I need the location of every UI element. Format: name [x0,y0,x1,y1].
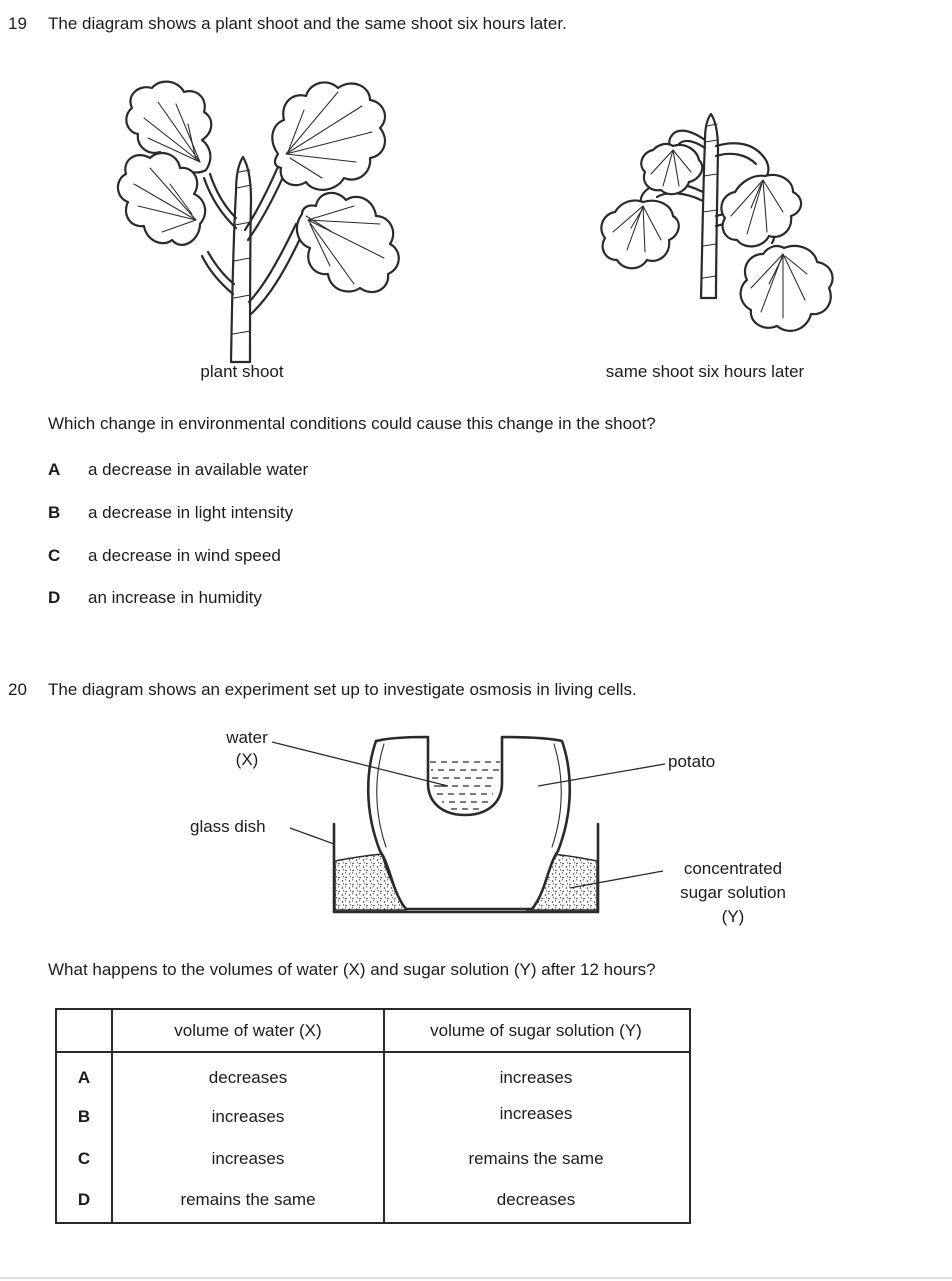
plant-shoot-drawing [116,80,400,364]
osmosis-diagram [271,735,666,914]
label-sugar-solution: concentrated sugar solution (Y) [680,859,786,926]
option-letter: A [48,460,61,479]
row-sugar-value: remains the same [468,1149,604,1168]
q20-number: 20 [8,680,27,699]
option-text: an increase in humidity [88,588,262,607]
table-header-line [57,1051,689,1053]
wilted-leaf [739,244,834,332]
page-edge-line [0,1277,952,1279]
q19-number: 19 [8,14,27,33]
table-header-water: volume of water (X) [174,1021,322,1040]
glass-dish-shape [332,822,600,914]
table-vertical-line [111,1010,113,1222]
row-letter: B [77,1107,91,1126]
caption-plant-shoot: plant shoot [200,362,284,381]
option-letter: D [48,588,61,607]
petiole [714,142,770,179]
label-leader-line [271,741,449,787]
label-potato: potato [668,752,716,771]
table-header-sugar: volume of sugar solution (Y) [430,1021,642,1040]
row-letter: D [77,1190,91,1209]
leaf [125,80,213,174]
label-glass-dish: glass dish [190,817,266,836]
label-leader-line [289,827,335,845]
wilted-leaf [640,142,704,196]
q20-question: What happens to the volumes of water (X)… [48,960,656,979]
potato-skin-line [376,743,387,848]
potato-skin-line [551,743,562,848]
caption-same-shoot: same shoot six hours later [605,362,805,381]
row-letter: A [77,1068,91,1087]
option-text: a decrease in available water [88,460,309,479]
row-sugar-value: increases [499,1104,573,1123]
wilted-shoot-drawing [600,112,834,332]
q19-question: Which change in environmental conditions… [48,414,656,433]
option-letter: B [48,503,61,522]
option-text: a decrease in wind speed [88,546,281,565]
potato-shape [366,735,572,911]
row-water-value: decreases [208,1068,288,1087]
stem [699,112,720,300]
table-vertical-line [383,1010,385,1222]
wilted-leaf [600,199,680,270]
petiole [247,222,298,304]
row-water-value: increases [211,1107,285,1126]
answer-table: volume of water (X) volume of sugar solu… [55,1008,691,1224]
leaf [295,191,400,294]
q20-stem: The diagram shows an experiment set up t… [48,680,637,699]
row-sugar-value: increases [499,1068,573,1087]
label-leader-line [569,870,664,889]
row-water-value: remains the same [180,1190,316,1209]
row-sugar-value: decreases [496,1190,576,1209]
petiole [208,172,238,220]
leaf [116,151,207,246]
row-water-value: increases [211,1149,285,1168]
option-letter: C [48,546,61,565]
petiole [243,160,282,232]
q19-stem: The diagram shows a plant shoot and the … [48,14,567,33]
wilted-leaf [720,173,803,248]
row-letter: C [77,1149,91,1168]
leaf [271,81,387,191]
label-water: water (X) [226,728,268,769]
petiole [206,250,236,286]
label-leader-line [537,763,666,787]
option-text: a decrease in light intensity [88,503,294,522]
